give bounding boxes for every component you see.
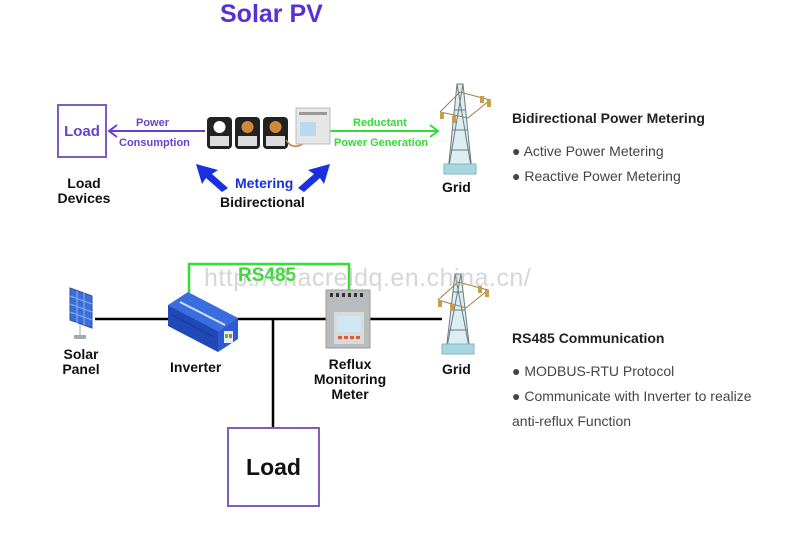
rs485-label: RS485 — [238, 265, 297, 286]
inverter-icon — [168, 292, 238, 352]
load-devices-line2: Devices — [57, 190, 111, 206]
load-devices-label: Load Devices — [52, 176, 116, 206]
solar-panel-icon — [69, 287, 93, 339]
power-bus-lines — [95, 317, 442, 428]
metering-arrow-right — [298, 164, 330, 192]
power-generation-label: Power Generation — [334, 137, 429, 149]
feature-reactive-power: ● Reactive Power Metering — [512, 168, 681, 184]
grid-label-bottom: Grid — [442, 361, 471, 377]
bidirectional-heading: Bidirectional Power Metering — [512, 110, 705, 126]
grid-tower-icon-bottom — [437, 273, 490, 355]
meter-line1: Reflux — [328, 356, 372, 372]
metering-label: Metering — [235, 175, 294, 191]
grid-insulators-bottom — [438, 286, 489, 311]
meter-line2: Monitoring — [313, 371, 387, 387]
rs485-line — [187, 262, 351, 293]
reductant-label: Reductant — [353, 117, 407, 129]
consumption-label: Consumption — [119, 137, 190, 149]
bidirectional-label: Bidirectional — [220, 194, 305, 210]
page-title: Solar PV — [220, 0, 323, 28]
feature-modbus: ● MODBUS-RTU Protocol — [512, 363, 675, 379]
load-box-bottom: Load — [227, 427, 320, 507]
solar-panel-label: Solar Panel — [55, 347, 107, 377]
meter-line3: Meter — [331, 386, 369, 402]
grid-label-top: Grid — [442, 179, 471, 195]
grid-tower-icon-top — [439, 83, 492, 175]
power-label: Power — [136, 117, 170, 129]
metering-arrow-left — [196, 164, 228, 192]
reflux-meter-icon — [325, 289, 371, 349]
feature-communicate: ● Communicate with Inverter to realize — [512, 388, 752, 404]
solar-panel-line1: Solar — [63, 346, 99, 362]
meter-icon-top — [295, 107, 331, 145]
load-devices-line1: Load — [67, 175, 101, 191]
generation-arrow — [330, 124, 440, 138]
feature-active-power: ● Active Power Metering — [512, 143, 664, 159]
load-box-top: Load — [57, 104, 107, 158]
rs485-heading: RS485 Communication — [512, 330, 665, 346]
inverter-label: Inverter — [170, 359, 222, 375]
consumption-arrow — [107, 124, 205, 138]
solar-panel-line2: Panel — [62, 361, 100, 377]
current-transformer-icons — [207, 117, 307, 149]
watermark-url: http://chacreldq.en.china.cn/ — [204, 264, 532, 292]
reflux-meter-label: Reflux Monitoring Meter — [300, 357, 400, 402]
feature-anti-reflux: anti-reflux Function — [512, 413, 632, 429]
grid-insulators-top — [440, 96, 491, 123]
